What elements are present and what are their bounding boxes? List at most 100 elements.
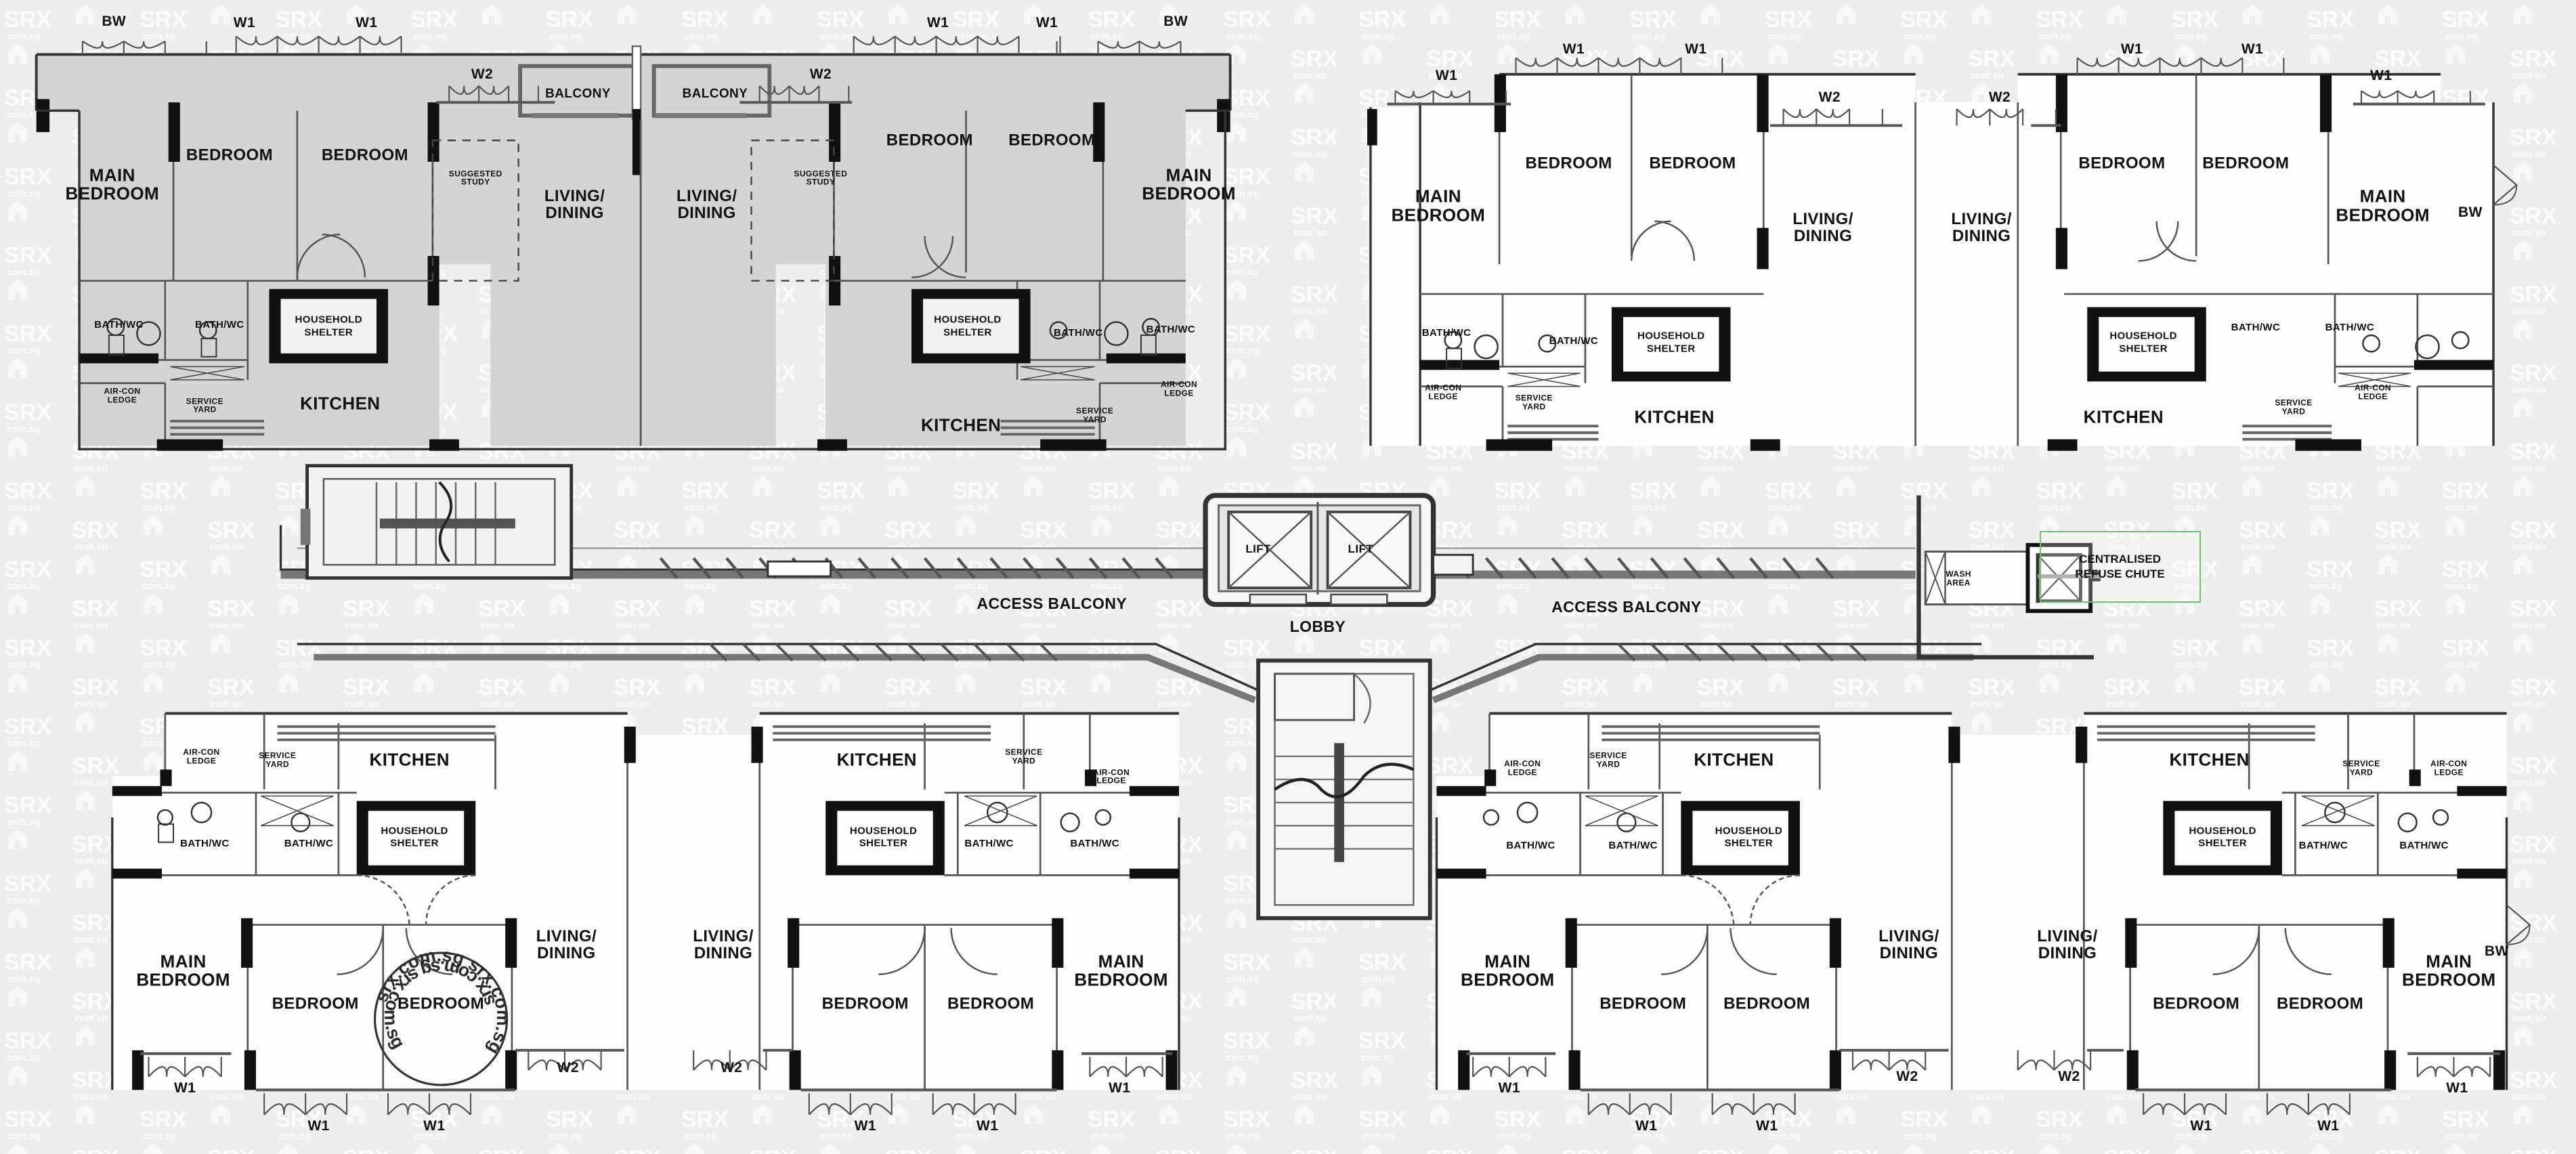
room-label-br-household-shelter-1: HOUSEHOLD SHELTER xyxy=(1715,824,1783,849)
room-label-tl-bedroom-1: BEDROOM xyxy=(186,146,274,165)
room-label-br-aircon-ledge-2: AIR-CON LEDGE xyxy=(2430,758,2468,777)
room-label-tl-bedroom-2: BEDROOM xyxy=(321,146,408,165)
window-label-w-tr-w2-2: W2 xyxy=(1988,89,2011,105)
room-label-tr-main-bedroom-2: MAIN BEDROOM xyxy=(2336,186,2430,226)
callout-centralised-refuse-chute: CENTRALISED REFUSE CHUTE xyxy=(2039,530,2201,603)
window-label-w-bl-w1-5: W1 xyxy=(976,1117,999,1134)
room-label-tl-bathwc-1: BATH/WC xyxy=(94,318,144,330)
room-label-br-aircon-ledge-1: AIR-CON LEDGE xyxy=(1504,758,1541,777)
room-label-tr-bathwc-1: BATH/WC xyxy=(1421,326,1472,339)
room-label-tl-household-shelter-1: HOUSEHOLD SHELTER xyxy=(295,314,362,338)
room-label-tr-kitchen-2: KITCHEN xyxy=(2083,406,2164,427)
room-label-br-bedroom-3: BEDROOM xyxy=(2153,994,2240,1013)
room-label-tl-suggested-study-1: SUGGESTED STUDY xyxy=(448,169,502,187)
room-label-tr-bedroom-2: BEDROOM xyxy=(1649,154,1736,173)
window-label-w-br-w1-2: W1 xyxy=(1635,1117,1658,1134)
room-label-br-bathwc-1: BATH/WC xyxy=(1506,839,1555,851)
room-label-bl-bedroom-4: BEDROOM xyxy=(947,994,1035,1013)
room-label-tl-suggested-study-2: SUGGESTED STUDY xyxy=(794,169,848,187)
room-label-br-bedroom-1: BEDROOM xyxy=(1600,994,1687,1013)
room-label-bl-living-dining-2: LIVING/ DINING xyxy=(693,926,754,962)
room-label-access-balcony-right: ACCESS BALCONY xyxy=(1551,597,1702,616)
window-label-w-br-w1-1: W1 xyxy=(1498,1080,1520,1096)
room-label-tr-bedroom-4: BEDROOM xyxy=(2202,154,2290,173)
room-label-tl-service-yard-2: SERVICE YARD xyxy=(1076,406,1114,425)
window-label-w-br-w2-1: W2 xyxy=(1896,1068,1918,1084)
room-label-bl-household-shelter-2: HOUSEHOLD SHELTER xyxy=(849,824,918,849)
room-label-tr-main-bedroom: MAIN BEDROOM xyxy=(1391,186,1486,226)
window-label-w-tl-w1-3: W1 xyxy=(926,15,949,31)
room-label-br-bathwc-3: BATH/WC xyxy=(2298,839,2348,851)
room-label-br-household-shelter-2: HOUSEHOLD SHELTER xyxy=(2189,824,2256,849)
room-label-br-bathwc-4: BATH/WC xyxy=(2399,839,2449,851)
window-label-w-br-bw: BW xyxy=(2485,943,2509,959)
window-label-w-bl-w1-6: W1 xyxy=(1109,1080,1131,1096)
room-label-bl-bedroom-1: BEDROOM xyxy=(272,994,359,1013)
window-label-w-bl-w1-3: W1 xyxy=(423,1117,446,1134)
callout-text-centralised-refuse-chute: CENTRALISED REFUSE CHUTE xyxy=(2075,552,2165,580)
room-label-tr-aircon-ledge-1: AIR-CON LEDGE xyxy=(1425,383,1462,402)
room-label-br-main-bedroom: MAIN BEDROOM xyxy=(1461,951,1555,990)
room-label-bl-bathwc-3: BATH/WC xyxy=(964,838,1014,850)
room-label-tl-bedroom-3: BEDROOM xyxy=(886,131,973,150)
room-label-tr-living-dining-2: LIVING/ DINING xyxy=(1951,209,2012,245)
room-label-br-living-dining-2: LIVING/ DINING xyxy=(2037,926,2098,962)
room-label-bl-bedroom-2: BEDROOM xyxy=(397,994,485,1013)
room-label-tr-household-shelter-2: HOUSEHOLD SHELTER xyxy=(2109,330,2177,355)
room-label-bl-aircon-ledge-1: AIR-CON LEDGE xyxy=(183,747,220,766)
room-label-bl-household-shelter-1: HOUSEHOLD SHELTER xyxy=(381,824,448,849)
room-label-bl-main-bedroom: MAIN BEDROOM xyxy=(136,951,230,990)
room-label-tl-main-bedroom: MAIN BEDROOM xyxy=(65,165,160,204)
window-label-w-tr-w1-4: W1 xyxy=(2120,41,2143,57)
room-label-tr-household-shelter-1: HOUSEHOLD SHELTER xyxy=(1637,330,1705,355)
room-label-lobby: LOBBY xyxy=(1289,617,1346,635)
room-label-tl-living-dining-2: LIVING/ DINING xyxy=(676,186,737,222)
window-label-w-tr-w1-6: W1 xyxy=(2370,67,2392,83)
room-label-tl-bathwc-4: BATH/WC xyxy=(1146,323,1196,335)
room-label-br-bathwc-2: BATH/WC xyxy=(1608,839,1658,851)
window-label-w-tl-bw-2: BW xyxy=(1163,13,1188,29)
window-label-w-br-w1-3: W1 xyxy=(1755,1117,1778,1134)
room-label-bl-kitchen-1: KITCHEN xyxy=(369,749,450,770)
room-label-tl-balcony-1: BALCONY xyxy=(545,86,611,101)
room-label-bl-service-yard-2: SERVICE YARD xyxy=(1005,747,1043,766)
room-label-lift-right: LIFT xyxy=(1348,542,1374,555)
room-label-tr-aircon-ledge-2: AIR-CON LEDGE xyxy=(2354,383,2392,402)
room-label-wash-area: WASH AREA xyxy=(1946,569,1971,588)
room-label-br-main-bedroom-2: MAIN BEDROOM xyxy=(2401,951,2496,990)
window-label-w-br-w1-5: W1 xyxy=(2317,1117,2340,1134)
room-label-bl-main-bedroom-2: MAIN BEDROOM xyxy=(1074,951,1168,990)
room-label-br-bedroom-4: BEDROOM xyxy=(2276,994,2364,1013)
room-label-bl-bathwc-2: BATH/WC xyxy=(284,838,334,850)
room-label-bl-bathwc-4: BATH/WC xyxy=(1070,838,1119,850)
room-label-tr-bathwc-3: BATH/WC xyxy=(2231,322,2281,334)
room-label-tl-household-shelter-2: HOUSEHOLD SHELTER xyxy=(934,314,1002,338)
window-label-w-bl-w1-2: W1 xyxy=(307,1117,330,1134)
room-label-bl-kitchen-2: KITCHEN xyxy=(836,749,917,770)
window-label-w-tl-w1-1: W1 xyxy=(233,15,256,31)
room-label-br-living-dining-1: LIVING/ DINING xyxy=(1879,926,1939,962)
window-label-w-bl-w2-1: W2 xyxy=(557,1060,579,1076)
room-label-bl-bedroom-3: BEDROOM xyxy=(821,994,909,1013)
window-label-w-bl-w1-4: W1 xyxy=(854,1117,876,1134)
room-label-br-service-yard-2: SERVICE YARD xyxy=(2342,758,2380,777)
room-label-tr-service-yard-2: SERVICE YARD xyxy=(2275,398,2313,416)
window-label-w-tr-w1-1: W1 xyxy=(1435,67,1458,83)
window-label-w-br-w1-4: W1 xyxy=(2190,1117,2212,1134)
room-label-tr-bathwc-4: BATH/WC xyxy=(2325,322,2375,334)
window-label-w-tr-w1-5: W1 xyxy=(2241,41,2264,57)
room-label-br-kitchen-2: KITCHEN xyxy=(2169,749,2250,770)
room-label-bl-bathwc-1: BATH/WC xyxy=(180,838,230,850)
window-label-w-br-w1-6: W1 xyxy=(2446,1080,2468,1096)
window-label-w-br-w2-2: W2 xyxy=(2058,1068,2080,1084)
room-label-tl-kitchen-1: KITCHEN xyxy=(300,393,381,414)
room-label-tl-bathwc-2: BATH/WC xyxy=(195,318,244,330)
room-label-bl-living-dining-1: LIVING/ DINING xyxy=(536,926,597,962)
window-label-w-bl-w2-2: W2 xyxy=(721,1060,743,1076)
window-label-w-tr-w1-3: W1 xyxy=(1685,41,1707,57)
room-label-tr-bedroom-3: BEDROOM xyxy=(2078,154,2166,173)
room-label-br-kitchen-1: KITCHEN xyxy=(1694,749,1774,770)
room-label-bl-aircon-ledge-2: AIR-CON LEDGE xyxy=(1093,767,1130,786)
room-label-tl-bedroom-4: BEDROOM xyxy=(1008,131,1096,150)
